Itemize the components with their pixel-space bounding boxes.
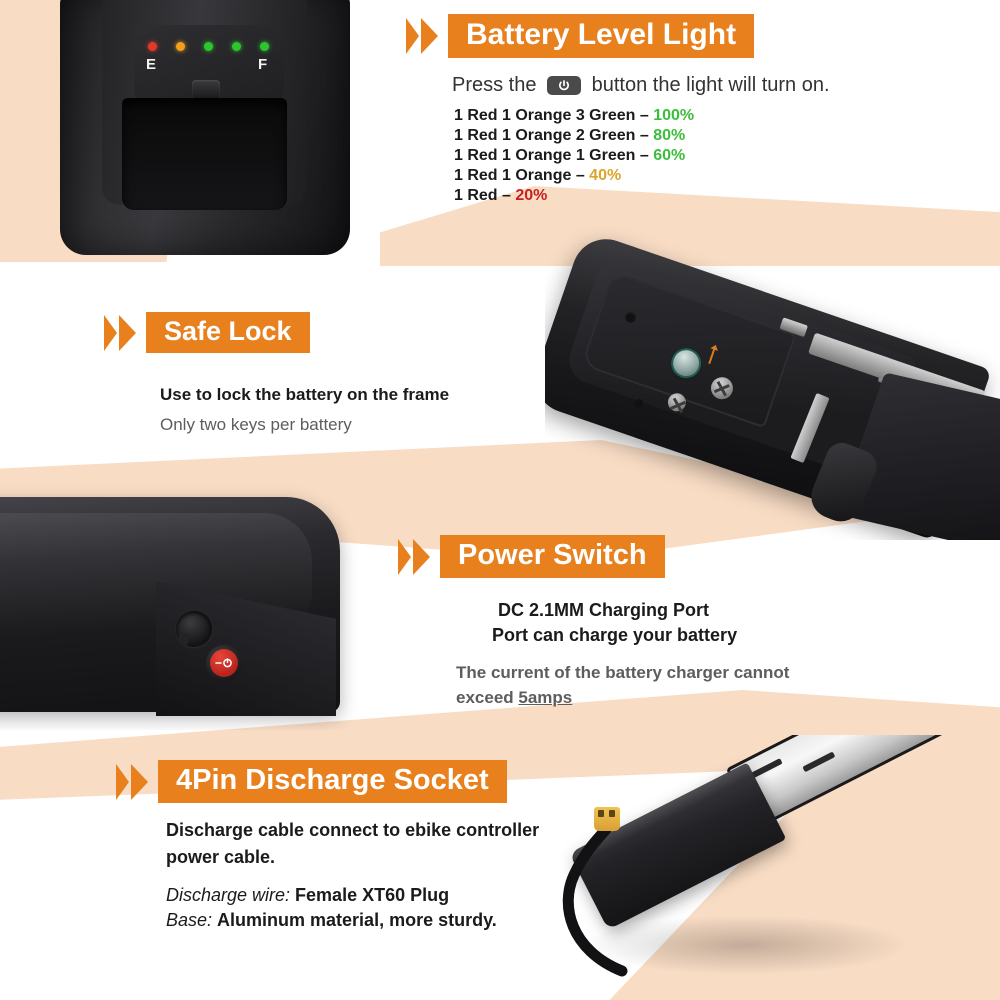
level-percent-1: 80%	[653, 127, 686, 144]
safe-lock-photo	[545, 195, 1000, 540]
led-green-3	[260, 42, 269, 51]
instruction-before: Press the	[452, 74, 543, 96]
base-label: Base:	[166, 910, 218, 930]
double-arrow-icon	[104, 314, 136, 351]
safe-lock-line-1: Use to lock the battery on the frame	[160, 385, 450, 404]
level-dash-2: –	[639, 147, 654, 164]
orientation-arrow-icon	[708, 348, 716, 365]
level-dash-3: –	[575, 167, 590, 184]
level-leds-2: 1 Red 1 Orange 1 Green	[454, 147, 640, 164]
battery-check-button[interactable]	[192, 80, 220, 102]
discharge-line-1: Discharge cable connect to ebike control…	[166, 820, 540, 840]
level-percent-2: 60%	[653, 147, 686, 164]
discharge-socket-heading-label: 4Pin Discharge Socket	[158, 760, 507, 803]
instruction-after: button the light will turn on.	[591, 74, 830, 96]
xt60-plug	[594, 807, 620, 831]
on-off-glyph	[215, 658, 232, 668]
power-switch-line-1: DC 2.1MM Charging Port	[498, 600, 710, 620]
level-row-3: 1 Red 1 Orange – 40%	[454, 166, 694, 186]
plate-hole-2	[632, 395, 647, 410]
level-leds-0: 1 Red 1 Orange 3 Green	[454, 107, 640, 124]
level-dash-0: –	[639, 107, 654, 124]
level-row-4: 1 Red – 20%	[454, 186, 694, 206]
power-switch-housing	[206, 645, 242, 681]
led-green-1	[204, 42, 213, 51]
level-row-0: 1 Red 1 Orange 3 Green – 100%	[454, 106, 694, 126]
discharge-spec-2: Base: Aluminum material, more sturdy.	[166, 910, 497, 931]
discharge-cable	[562, 821, 628, 977]
lock-cylinder[interactable]	[669, 346, 703, 380]
note-amp-limit: 5amps	[518, 688, 573, 707]
dc-charging-port[interactable]	[176, 611, 212, 647]
safe-lock-heading-label: Safe Lock	[146, 312, 310, 353]
power-rocker-switch[interactable]	[210, 649, 238, 677]
battery-pack-underside	[545, 230, 1000, 540]
power-switch-note-line-1: The current of the battery charger canno…	[456, 663, 790, 682]
led-green-2	[232, 42, 241, 51]
level-row-1: 1 Red 1 Orange 2 Green – 80%	[454, 126, 694, 146]
battery-level-heading: Battery Level Light	[406, 14, 755, 58]
power-switch-heading: Power Switch	[398, 535, 665, 578]
product-shadow	[580, 915, 910, 975]
battery-level-instruction: Press the button the light will turn on.	[452, 74, 830, 97]
safe-lock-line-2: Only two keys per battery	[160, 415, 352, 434]
screw-1	[707, 374, 736, 403]
power-switch-photo	[0, 485, 360, 730]
led-row	[148, 42, 269, 54]
level-leds-4: 1 Red	[454, 187, 503, 204]
xt60-pin-left	[598, 810, 604, 817]
led-orange	[176, 42, 185, 51]
note-exceed-text: exceed	[456, 688, 519, 707]
discharge-spec-1: Discharge wire: Female XT60 Plug	[166, 885, 449, 906]
safe-lock-heading: Safe Lock	[104, 312, 310, 353]
level-percent-3: 40%	[589, 167, 622, 184]
level-percent-4: 20%	[515, 187, 548, 204]
led-label-full: F	[258, 56, 268, 73]
power-switch-line-2: Port can charge your battery	[492, 625, 738, 645]
level-percent-0: 100%	[653, 107, 695, 124]
level-row-2: 1 Red 1 Orange 1 Green – 60%	[454, 146, 694, 166]
level-leds-1: 1 Red 1 Orange 2 Green	[454, 127, 640, 144]
battery-top-photo: E F	[30, 0, 375, 265]
power-button-icon[interactable]	[547, 76, 582, 95]
led-label-empty: E	[146, 56, 157, 73]
power-switch-heading-label: Power Switch	[440, 535, 665, 578]
battery-level-heading-label: Battery Level Light	[448, 14, 755, 58]
level-dash-1: –	[639, 127, 654, 144]
double-arrow-icon	[406, 18, 438, 54]
power-glyph	[559, 80, 570, 91]
discharge-socket-photo	[560, 735, 1000, 1000]
charger-slot	[122, 98, 287, 210]
discharge-wire-value: Female XT60 Plug	[295, 885, 450, 905]
plate-hole-1	[623, 310, 638, 325]
discharge-socket-heading: 4Pin Discharge Socket	[116, 760, 507, 803]
xt60-pin-right	[609, 810, 615, 817]
base-value: Aluminum material, more sturdy.	[217, 910, 497, 930]
level-dash-4: –	[502, 187, 516, 204]
discharge-wire-label: Discharge wire:	[166, 885, 296, 905]
lock-plate	[580, 271, 797, 429]
discharge-line-2: power cable.	[166, 847, 276, 867]
led-red	[148, 42, 157, 51]
screw-2	[665, 390, 689, 414]
double-arrow-icon	[116, 763, 148, 800]
power-switch-note-line-2: exceed 5amps	[456, 688, 572, 708]
double-arrow-icon	[398, 538, 430, 575]
level-leds-3: 1 Red 1 Orange	[454, 167, 576, 184]
battery-level-list: 1 Red 1 Orange 3 Green – 100% 1 Red 1 Or…	[454, 106, 694, 206]
